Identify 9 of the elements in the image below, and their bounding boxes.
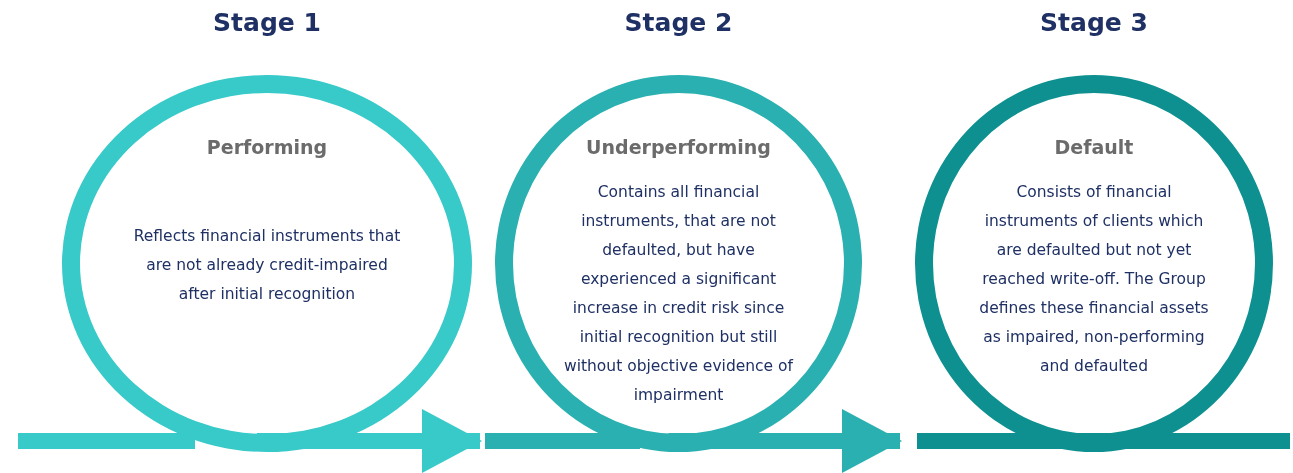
stage-description: Contains all financial instruments, that are not defaulted, but have experienced a significant increase in credit risk since initial recognition but still without objective evidence of impairment (562, 182, 795, 406)
stage-description: Reflects financial instruments that are not already credit-impaired after initial recognition (132, 226, 402, 305)
stage-heading: Performing (206, 136, 328, 158)
stage-heading: Default (1054, 136, 1134, 158)
stage-title: Stage 1 (213, 8, 321, 37)
stage-title: Stage 3 (1040, 8, 1148, 37)
stage-description: Consists of financial instruments of clients which are defaulted but not yet reached write-off. The Group defines these financial assets as impaired, non-performing and defaulted (978, 182, 1210, 377)
stage-heading: Underperforming (586, 136, 771, 158)
stage-title: Stage 2 (624, 8, 733, 37)
